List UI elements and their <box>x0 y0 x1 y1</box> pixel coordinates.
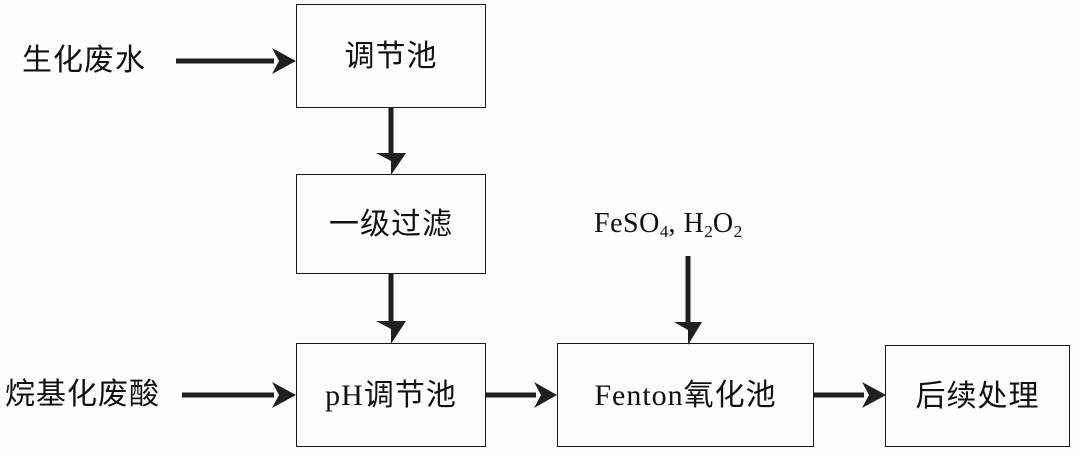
reagent-part-text-4: O <box>712 208 734 239</box>
node-yijiguolv-label: 一级过滤 <box>329 207 453 241</box>
edge-arrow-yijiguolv-to-ph <box>373 273 409 345</box>
node-fenton-oxidation-label: Fenton氧化池 <box>594 378 777 412</box>
edge-arrow-ph-to-fenton <box>486 380 558 410</box>
node-tiaojiechi-label: 调节池 <box>344 39 438 73</box>
input-label-shenghua-feishui: 生化废水 <box>22 44 146 77</box>
node-houxu-chuli[interactable]: 后续处理 <box>885 345 1070 447</box>
edge-arrow-fenton-to-houxu <box>813 380 887 410</box>
edge-arrow-reagents-to-fenton <box>670 256 706 346</box>
node-fenton-oxidation[interactable]: Fenton氧化池 <box>557 343 814 447</box>
node-ph-tiaojiechi[interactable]: pH调节池 <box>296 343 486 447</box>
edge-arrow-tiaojiechi-to-yijiguolv <box>373 107 409 176</box>
node-ph-tiaojiechi-label: pH调节池 <box>325 378 457 412</box>
node-yijiguolv[interactable]: 一级过滤 <box>296 174 486 274</box>
reagent-part-text-3: H <box>683 208 705 239</box>
input-label-wanjihua-feisuan: 烷基化废酸 <box>5 378 160 411</box>
reagent-part-sub-3: 2 <box>733 221 743 241</box>
node-houxu-chuli-label: 后续处理 <box>915 379 1040 413</box>
node-tiaojiechi[interactable]: 调节池 <box>296 4 486 108</box>
reagent-part-sub-2: 2 <box>704 221 713 241</box>
reagent-part-sub-1: 4 <box>659 221 669 241</box>
reagent-part-text-2: , <box>668 208 684 239</box>
edge-arrow-shenghua-to-tiaojiechi <box>176 46 298 76</box>
reagent-part-text-1: FeSO <box>594 208 660 239</box>
edge-arrow-wanjihua-to-ph <box>182 380 298 410</box>
reagent-label-feso4-h2o2: FeSO4, H2O2 <box>594 208 743 241</box>
